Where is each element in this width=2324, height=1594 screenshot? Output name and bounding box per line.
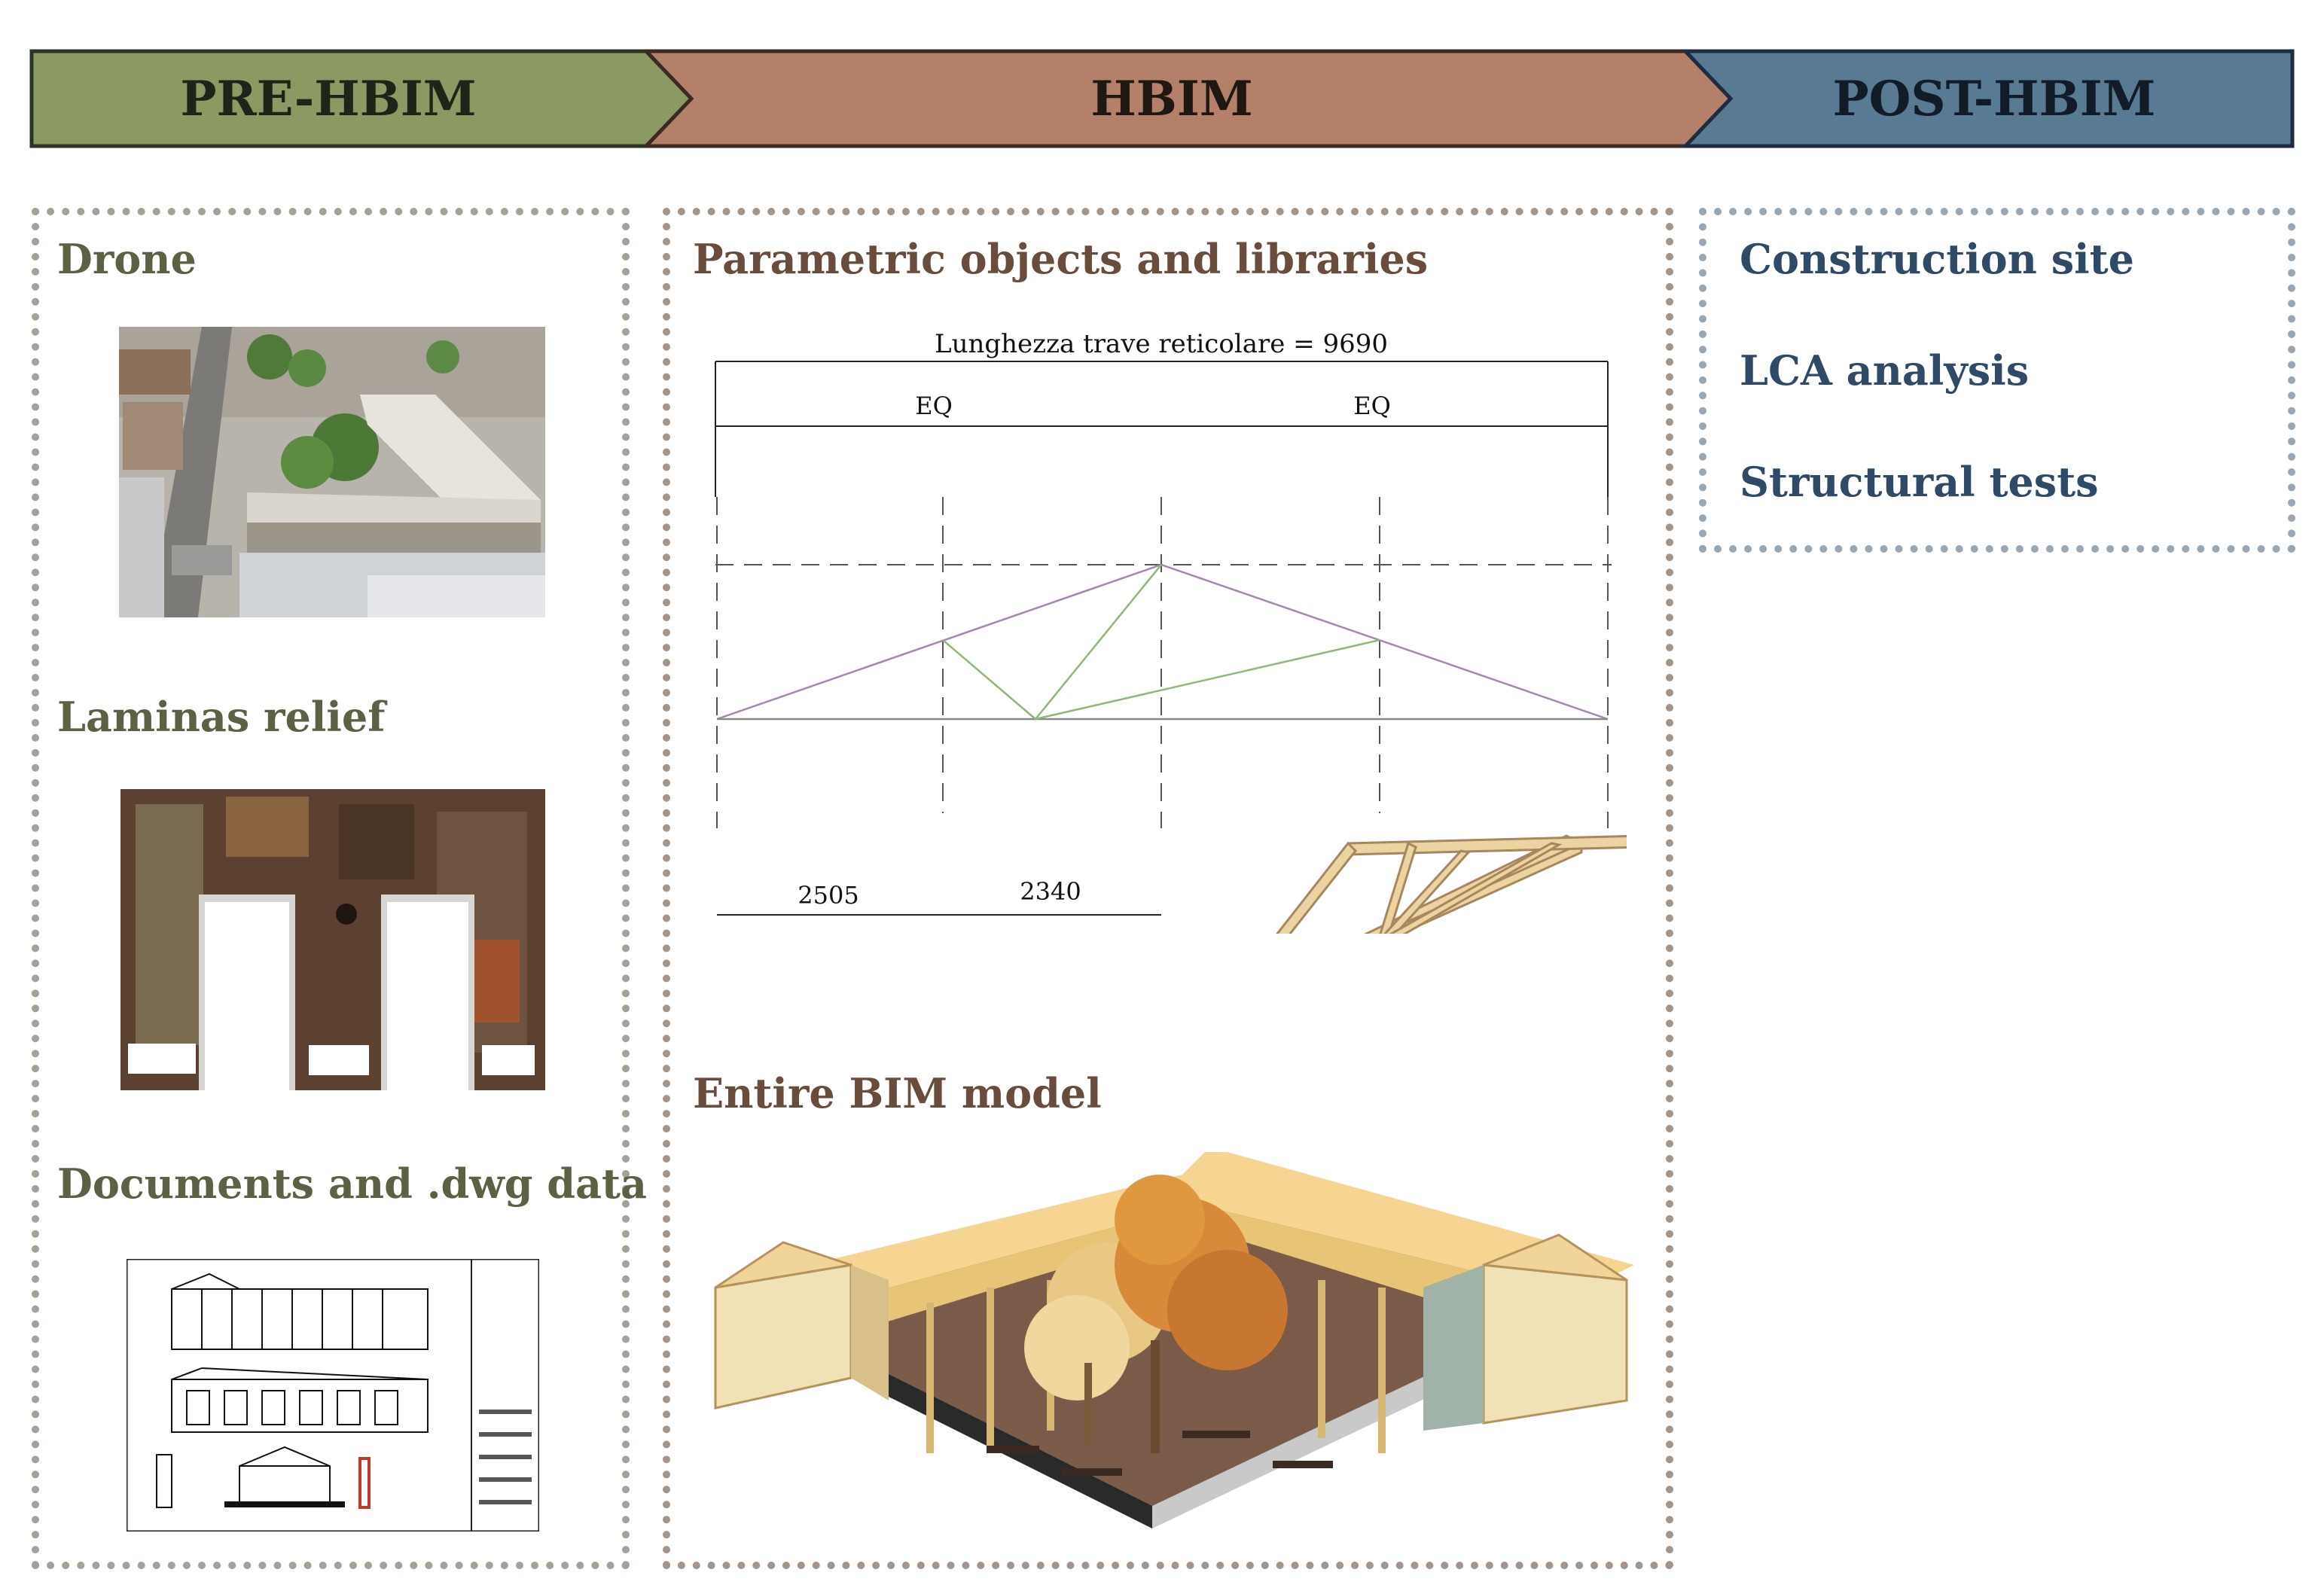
truss-3d [1276, 834, 1627, 934]
bim-model-heading: Entire BIM model [693, 1069, 1102, 1117]
pre-hbim-panel [32, 208, 630, 1569]
dim-2505: 2505 [798, 881, 859, 910]
pre-hbim-label: PRE-HBIM [180, 71, 476, 127]
bim-model-render [714, 1152, 1634, 1528]
hbim-label: HBIM [1090, 71, 1252, 127]
documents-heading: Documents and .dwg data [57, 1160, 647, 1208]
drone-heading: Drone [57, 235, 197, 283]
dwg-drawing [127, 1259, 539, 1532]
laminas-heading: Laminas relief [57, 693, 386, 741]
drone-photo [119, 327, 545, 617]
phase-banner: PRE-HBIM HBIM POST-HBIM [29, 49, 2295, 148]
parametric-heading: Parametric objects and libraries [693, 235, 1429, 283]
lca-analysis-item: LCA analysis [1740, 346, 2030, 395]
post-hbim-arrow [1681, 49, 2295, 148]
hbim-panel [663, 208, 1673, 1569]
laminas-photo [120, 789, 545, 1090]
eq-left-label: EQ [915, 392, 953, 420]
post-hbim-panel [1699, 208, 2295, 553]
post-hbim-label: POST-HBIM [1832, 71, 2155, 127]
dim-2340: 2340 [1020, 877, 1081, 906]
structural-tests-item: Structural tests [1740, 458, 2099, 506]
truss-drawing: Lunghezza trave reticolare = 9690 EQ EQ … [715, 329, 1627, 934]
eq-right-label: EQ [1353, 392, 1391, 420]
truss-length-label: Lunghezza trave reticolare = 9690 [935, 329, 1388, 359]
construction-site-item: Construction site [1740, 235, 2134, 283]
